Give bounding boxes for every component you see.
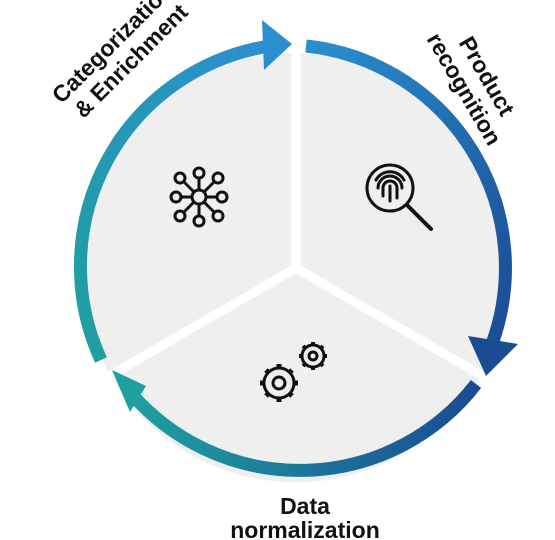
divider-line <box>103 264 299 382</box>
label-line: normalization <box>230 517 380 540</box>
network-hub-icon <box>169 166 229 228</box>
arrow-segment-right <box>305 39 512 347</box>
fingerprint-search-icon <box>365 163 433 231</box>
label-data-normalization: Data normalization <box>230 493 380 540</box>
label-line: Data <box>280 493 330 519</box>
gears-icon <box>260 342 327 402</box>
arrowhead-bottom-left <box>112 370 146 412</box>
divider-line <box>293 264 489 382</box>
cycle-arrows <box>73 20 518 477</box>
arrowhead-right <box>468 336 518 376</box>
arrow-segment-left <box>73 39 271 363</box>
arrow-segment-bottom <box>125 380 482 477</box>
arrowhead-top <box>262 20 292 70</box>
